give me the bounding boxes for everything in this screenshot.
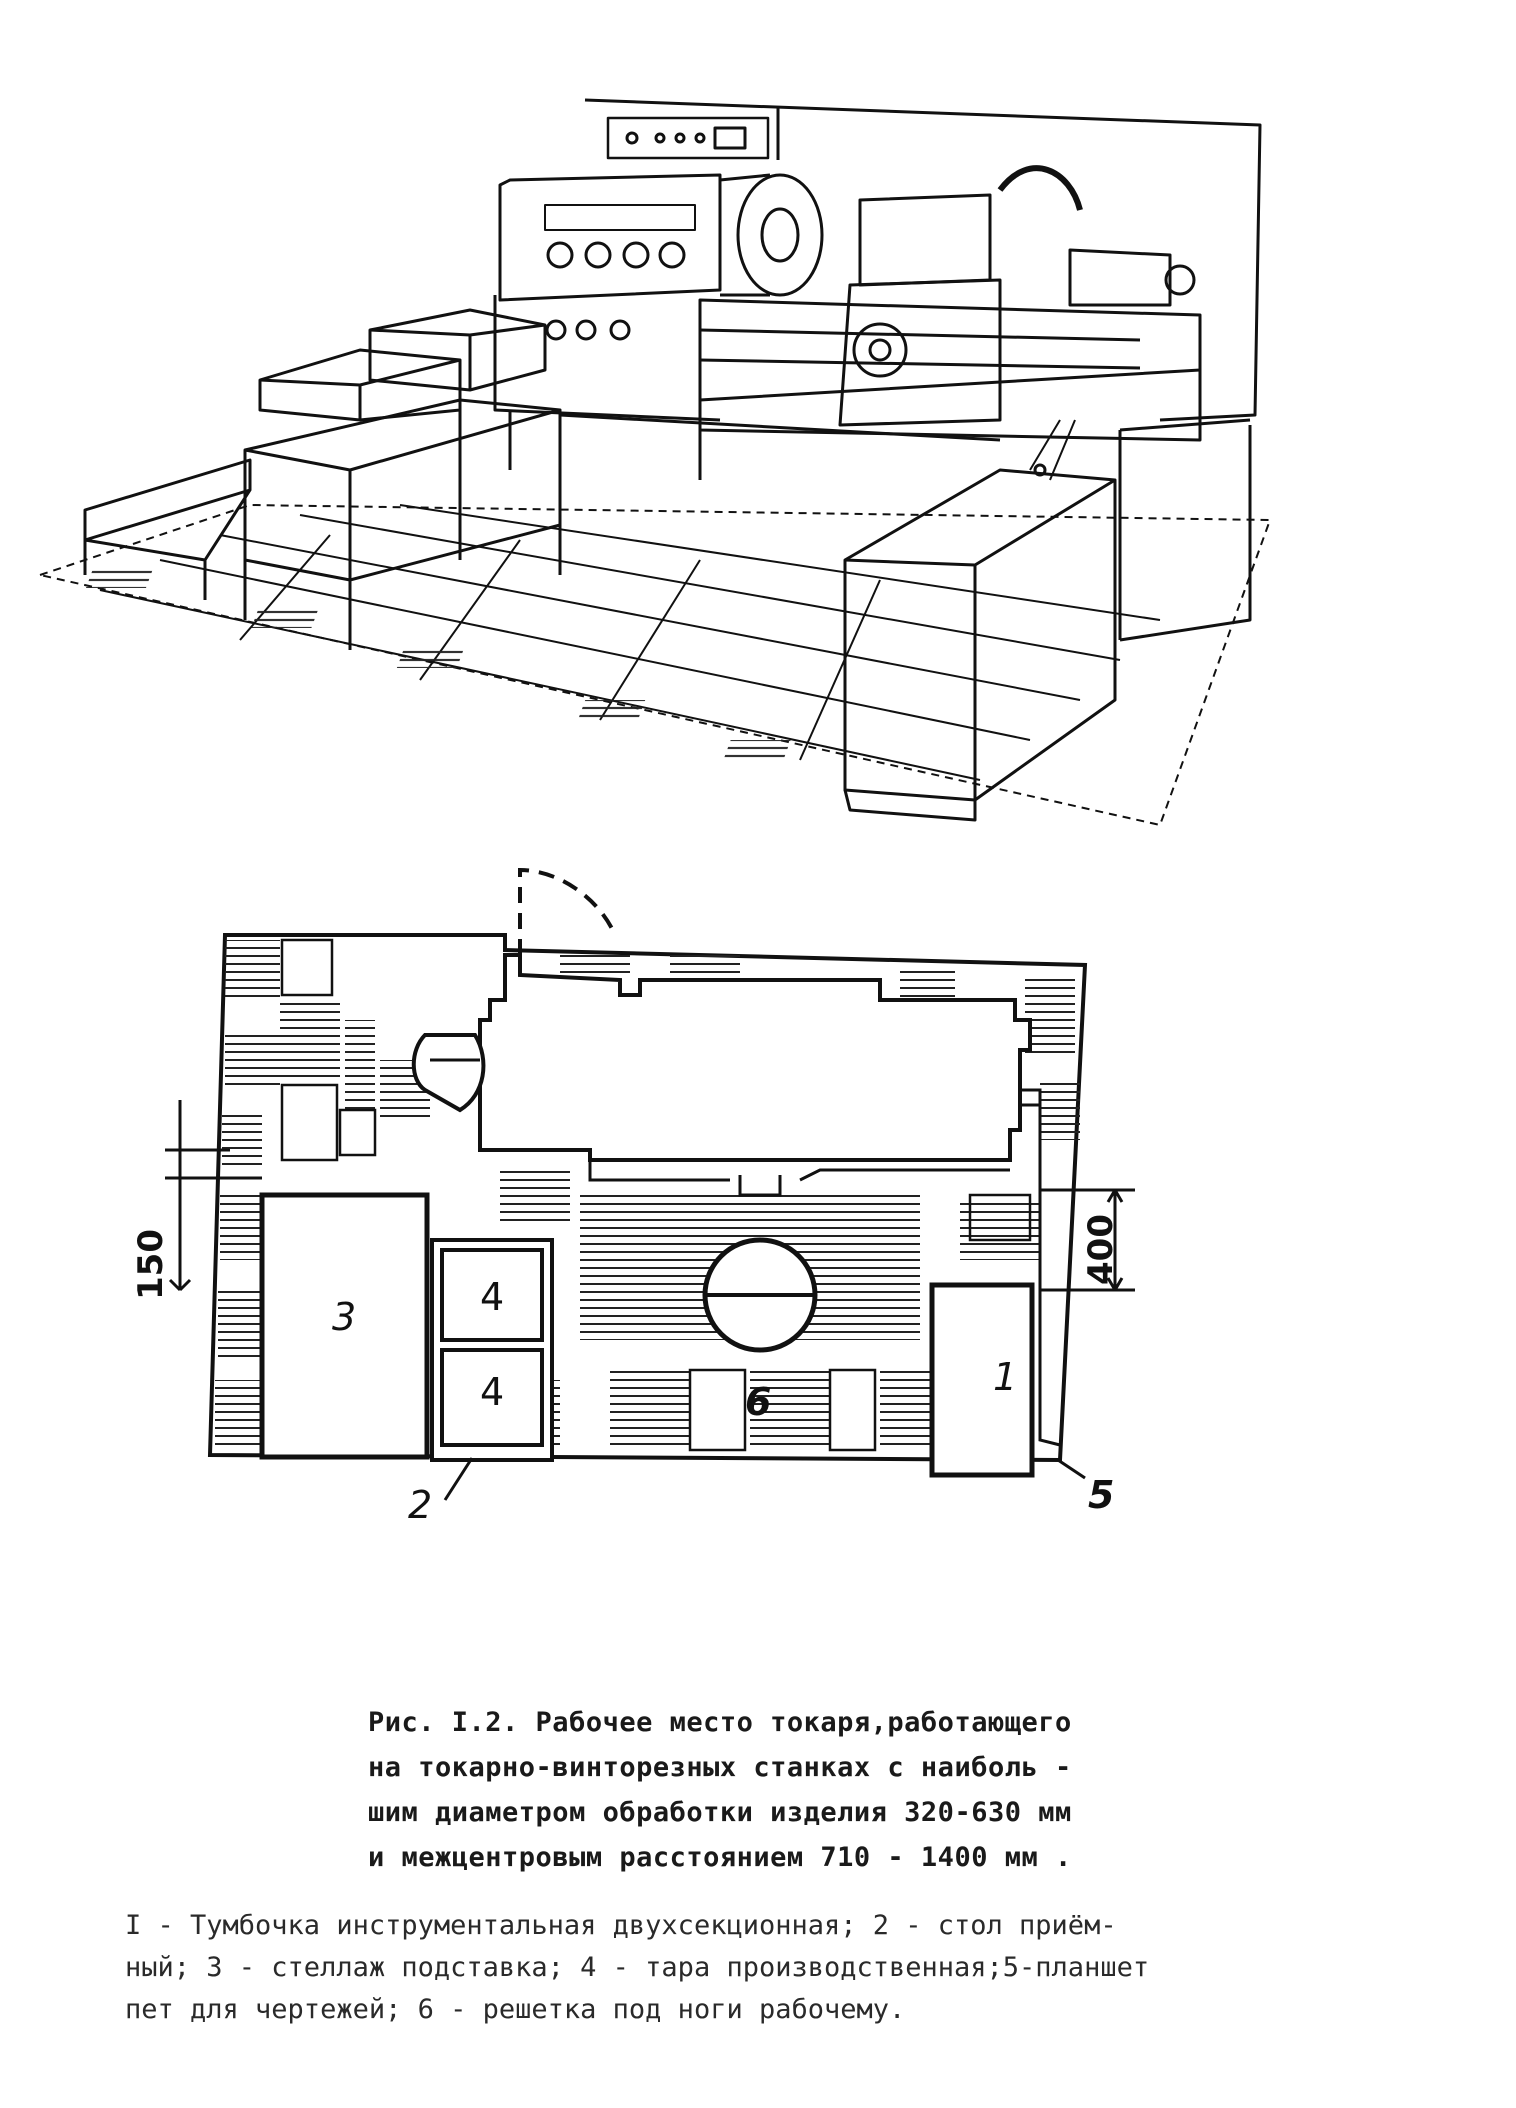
label-container-bottom: 4 xyxy=(480,1370,504,1414)
figure-legend: I - Тумбочка инструментальная двухсекцио… xyxy=(125,1905,1405,2031)
legend-line-2: ный; 3 - стеллаж подставка; 4 - тара про… xyxy=(125,1952,1150,1983)
label-container-top: 4 xyxy=(480,1275,504,1319)
legend-line-1: I - Тумбочка инструментальная двухсекцио… xyxy=(125,1910,1117,1941)
caption-line-3: шим диаметром обработки изделия 320-630 … xyxy=(368,1797,1072,1828)
label-drawing-holder: 5 xyxy=(1088,1473,1114,1517)
legend-line-3: пет для чертежей; 6 - решетка под ноги р… xyxy=(125,1994,906,2025)
floor-grate xyxy=(39,504,1271,826)
dimension-left-150: 150 xyxy=(131,1229,171,1300)
floor-plan xyxy=(165,867,1135,1501)
label-stand: 3 xyxy=(332,1295,356,1339)
caption-line-1: Рис. I.2. Рабочее место токаря,работающе… xyxy=(368,1707,1072,1738)
caption-line-4: и межцентровым расстоянием 710 - 1400 мм… xyxy=(368,1842,1072,1873)
label-foot-grate: 6 xyxy=(745,1380,771,1424)
isometric-drawing xyxy=(39,98,1271,826)
figure-caption: Рис. I.2. Рабочее место токаря,работающе… xyxy=(368,1700,1268,1880)
label-cabinet: 1 xyxy=(993,1355,1017,1399)
caption-line-2: на токарно-винторезных станках с наиболь… xyxy=(368,1752,1072,1783)
label-table: 2 xyxy=(408,1483,432,1527)
figure: 1 2 3 4 4 5 6 150 400 xyxy=(39,98,1271,1527)
dimension-right-400: 400 xyxy=(1081,1214,1121,1285)
